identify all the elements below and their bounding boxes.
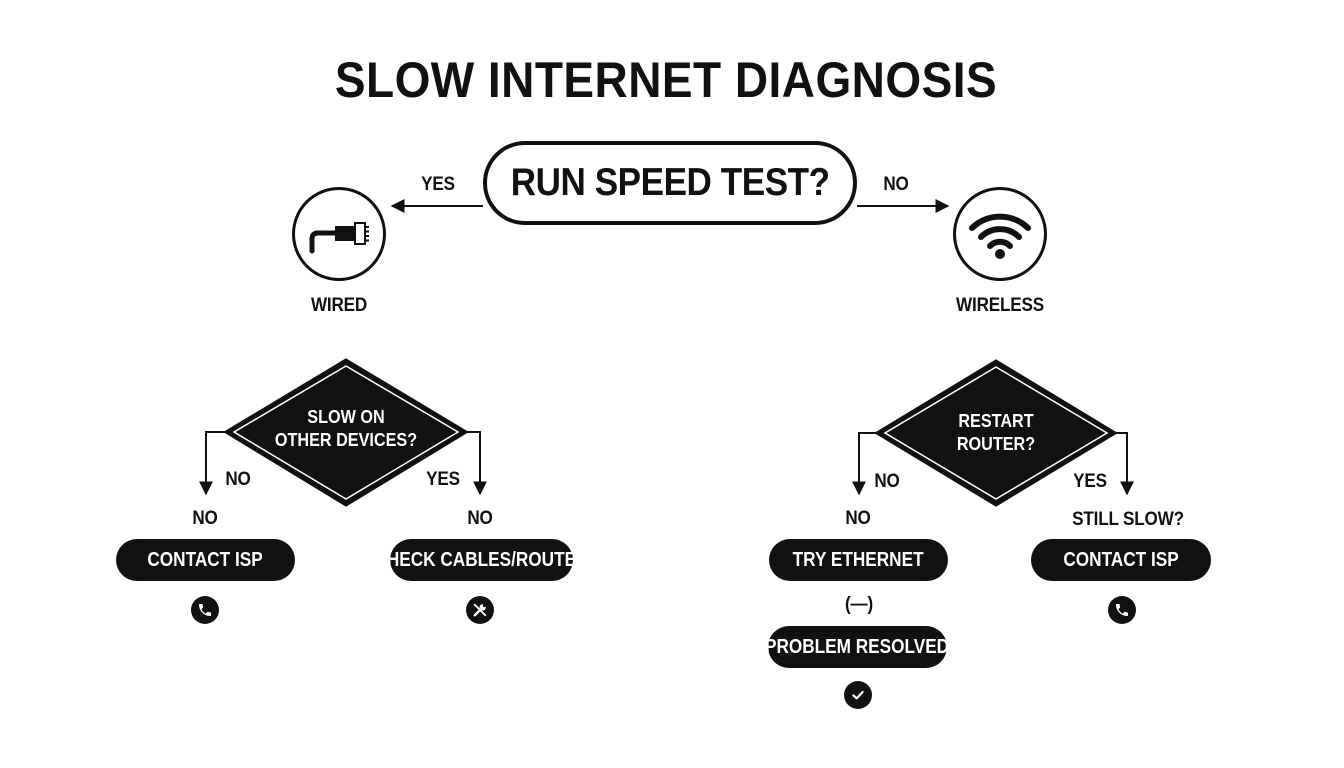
- phone-icon: [1108, 596, 1136, 624]
- problem-resolved-label: PROBLEM RESOLVED: [765, 635, 950, 658]
- start-yes-label: YES: [421, 174, 455, 195]
- wireless-decision-line1: RESTART: [958, 411, 1034, 431]
- page-title: SLOW INTERNET DIAGNOSIS: [334, 52, 998, 108]
- start-node-label: RUN SPEED TEST?: [510, 161, 830, 204]
- problem-resolved-node: PROBLEM RESOLVED: [765, 626, 950, 668]
- wireless-decision-yes-label: YES: [1073, 471, 1107, 492]
- wired-decision-diamond: [223, 358, 469, 507]
- contact-isp-wireless-label: CONTACT ISP: [1063, 548, 1179, 571]
- arrow-wired-yes: [466, 431, 487, 496]
- wrench-icon: [466, 596, 494, 624]
- wifi-icon: [953, 187, 1047, 281]
- try-ethernet-label: TRY ETHERNET: [793, 548, 924, 571]
- wireless-decision-no-label: NO: [874, 471, 900, 492]
- check-cables-router-node: CHECK CABLES/ROUTER: [374, 539, 589, 581]
- wired-right-caption: NO: [467, 508, 493, 529]
- wired-label: WIRED: [310, 295, 368, 316]
- ethernet-cable-icon: [292, 187, 386, 281]
- try-ethernet-node: TRY ETHERNET: [769, 539, 948, 581]
- wireless-label: WIRELESS: [956, 295, 1044, 316]
- wireless-decision-line2: ROUTER?: [956, 434, 1036, 454]
- wired-decision-line2: OTHER DEVICES?: [274, 430, 418, 450]
- start-node: RUN SPEED TEST?: [483, 141, 857, 225]
- wireless-decision-text: RESTART ROUTER?: [953, 410, 1040, 456]
- wired-decision-text: SLOW ON OTHER DEVICES?: [267, 406, 425, 452]
- wired-decision-yes-label: YES: [426, 469, 460, 490]
- wireless-decision-diamond: [874, 359, 1118, 507]
- checkmark-icon: [844, 681, 872, 709]
- phone-icon: [191, 596, 219, 624]
- connector-text: (—): [845, 594, 873, 615]
- arrow-wired-no: [199, 431, 226, 496]
- arrow-wireless-no: [852, 432, 877, 496]
- wired-left-caption: NO: [192, 508, 218, 529]
- check-cables-router-label: CHECK CABLES/ROUTER: [374, 548, 589, 571]
- wireless-left-caption: NO: [845, 508, 871, 529]
- contact-isp-wired-label: CONTACT ISP: [147, 548, 264, 571]
- start-no-label: NO: [883, 174, 909, 195]
- contact-isp-wired-node: CONTACT ISP: [116, 539, 295, 581]
- arrow-wireless-yes: [1115, 432, 1134, 496]
- contact-isp-wireless-node: CONTACT ISP: [1031, 539, 1211, 581]
- wireless-right-caption: STILL SLOW?: [1072, 509, 1184, 530]
- wired-decision-no-label: NO: [225, 469, 251, 490]
- wired-decision-line1: SLOW ON: [307, 407, 385, 427]
